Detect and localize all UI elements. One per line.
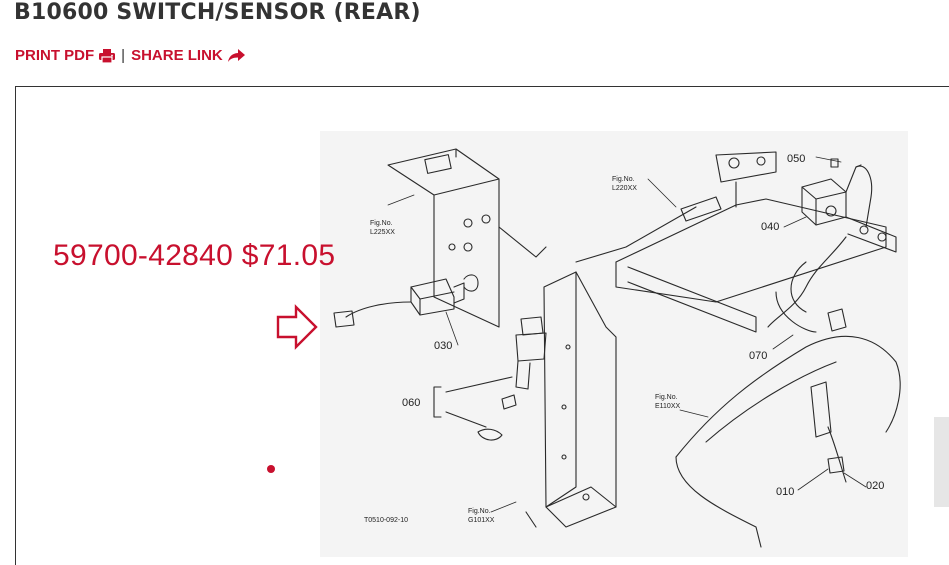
print-pdf-link[interactable]: PRINT PDF [15, 47, 116, 64]
fig-ref-l220-line1: Fig.No. [612, 176, 635, 183]
page-title: B10600 SWITCH/SENSOR (REAR) [14, 0, 421, 25]
fig-ref-g101-line2: G101XX [468, 517, 495, 524]
fender-drawing [675, 335, 901, 548]
sensor-060-drawing [433, 316, 547, 441]
parts-diagram-frame: 050 040 070 030 060 010 020 Fig.No. L225… [15, 86, 949, 565]
fig-ref-e110-line1: Fig.No. [655, 394, 678, 401]
parts-diagram: 050 040 070 030 060 010 020 Fig.No. L225… [267, 131, 949, 557]
fig-ref-g101-line1: Fig.No. [468, 508, 491, 515]
callout-050: 050 [787, 153, 805, 165]
drawing-code: T0510-092-10 [364, 517, 408, 524]
callout-040: 040 [761, 221, 779, 233]
leader-lines [387, 156, 867, 513]
callout-020: 020 [866, 480, 884, 492]
edge-shadow [934, 417, 949, 507]
fig-ref-l225-line2: L225XX [370, 229, 395, 236]
callout-060: 060 [402, 397, 420, 409]
callout-030: 030 [434, 340, 452, 352]
red-dot-marker [267, 465, 275, 473]
wire-harness-drawing [767, 236, 847, 333]
share-arrow-icon [227, 49, 245, 62]
price-annotation: 59700-42840 $71.05 [53, 239, 336, 272]
seat-switch-drawing [801, 158, 873, 228]
rear-bracket-drawing [387, 148, 547, 328]
pointer-arrow-icon [276, 304, 318, 350]
callout-010: 010 [776, 486, 794, 498]
action-bar: PRINT PDF | SHARE LINK [15, 47, 245, 64]
fig-ref-l225-line1: Fig.No. [370, 220, 393, 227]
share-link[interactable]: SHARE LINK [131, 47, 245, 64]
fig-ref-e110-line2: E110XX [655, 403, 680, 410]
share-link-label: SHARE LINK [131, 47, 223, 64]
callout-070: 070 [749, 350, 767, 362]
fig-ref-l220-line2: L220XX [612, 185, 637, 192]
action-separator: | [121, 47, 126, 64]
diagram-background [320, 131, 908, 557]
printer-icon [99, 48, 116, 63]
vertical-bracket-drawing [525, 271, 617, 528]
seat-frame-drawing [575, 151, 897, 333]
print-pdf-label: PRINT PDF [15, 47, 95, 64]
switch-030-drawing [333, 274, 479, 328]
